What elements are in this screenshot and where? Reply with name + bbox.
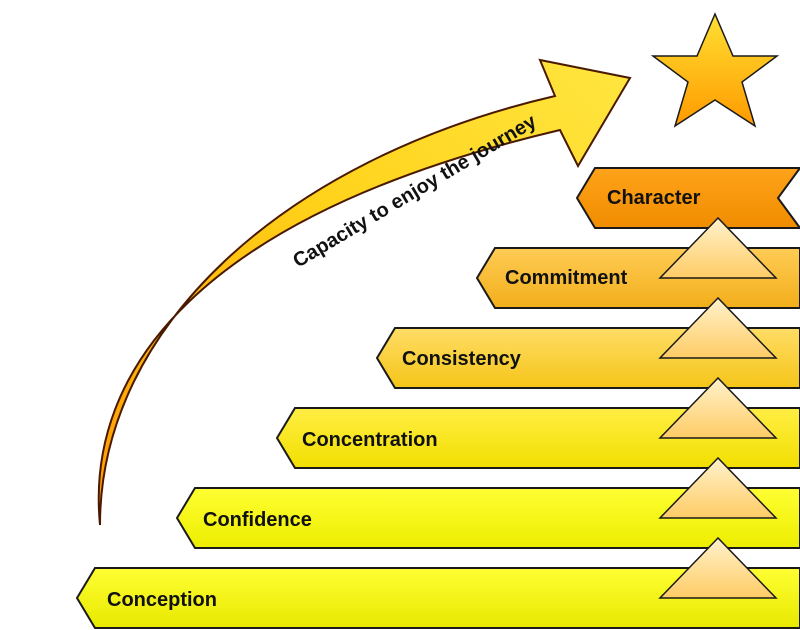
step-concentration: Concentration — [275, 407, 800, 469]
triangle-icon — [658, 456, 778, 519]
star-icon — [650, 12, 780, 128]
step-label: Concentration — [302, 429, 438, 451]
triangle-icon — [658, 536, 778, 599]
triangle-icon — [658, 216, 778, 279]
connector-triangles — [658, 216, 778, 599]
step-character: Character — [575, 167, 800, 229]
triangle-icon — [658, 376, 778, 439]
triangle-icon — [658, 296, 778, 359]
step-label: Conception — [107, 589, 217, 611]
step-label: Consistency — [402, 348, 522, 370]
step-label: Confidence — [203, 509, 312, 531]
step-conception: Conception — [75, 567, 800, 629]
step-label: Character — [607, 187, 701, 209]
step-label: Commitment — [505, 267, 628, 289]
